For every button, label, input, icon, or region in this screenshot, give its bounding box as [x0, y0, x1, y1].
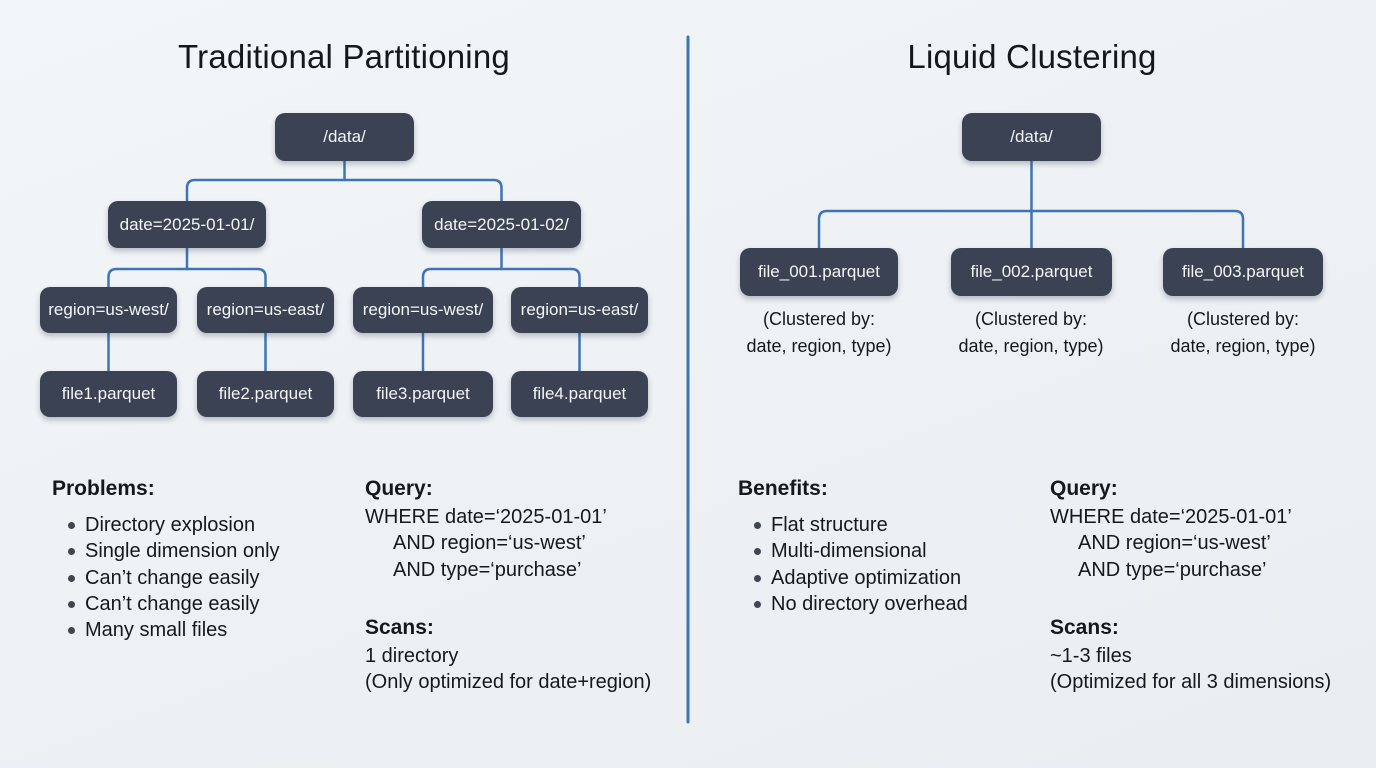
scans-line-note: (Only optimized for date+region) [365, 671, 652, 694]
tree-node-file2-parquet: file2.parquet [197, 371, 334, 417]
tree-node-date-2025-01-01: date=2025-01-01/ [108, 201, 266, 248]
clustered-by-caption-3: (Clustered by: date, region, type) [1133, 306, 1353, 360]
benefits-item: Adaptive optimization [754, 565, 968, 591]
connector-date2-to-regions [421, 267, 581, 289]
benefits-block: Benefits: Flat structure Multi-dimension… [738, 474, 968, 617]
query-line-where: WHERE date=‘2025-01-01’ [365, 506, 607, 528]
caption-line: (Clustered by: [974, 309, 1088, 329]
clustered-by-caption-2: (Clustered by: date, region, type) [921, 306, 1141, 360]
problems-block: Problems: Directory explosion Single dim… [52, 474, 280, 643]
right-panel-title: Liquid Clustering [907, 38, 1157, 75]
tree-node-region-us-west-2: region=us-west/ [353, 287, 493, 333]
query-line-and-type: AND type=‘purchase’ [393, 558, 582, 581]
benefits-heading: Benefits: [738, 477, 828, 500]
caption-line: date, region, type) [1170, 336, 1316, 356]
tree-node-file-002-parquet: file_002.parquet [951, 248, 1112, 296]
scans-heading-right: Scans: [1050, 615, 1119, 639]
scans-line-directories: 1 directory [365, 644, 459, 667]
caption-line: date, region, type) [746, 336, 892, 356]
connector-data-to-files-right [817, 209, 1245, 250]
tree-node-region-us-east-2: region=us-east/ [511, 287, 648, 333]
tree-node-data-root-left: /data/ [275, 113, 414, 161]
query-line-and-region: AND region=‘us-west’ [1078, 532, 1271, 555]
query-block-left: Query: WHERE date=‘2025-01-01’ AND regio… [365, 474, 651, 695]
query-block-right: Query: WHERE date=‘2025-01-01’ AND regio… [1050, 474, 1331, 695]
tree-node-file1-parquet: file1.parquet [40, 371, 177, 417]
tree-node-file-001-parquet: file_001.parquet [740, 248, 898, 296]
tree-node-date-2025-01-02: date=2025-01-02/ [422, 201, 581, 248]
left-panel-title: Traditional Partitioning [178, 38, 510, 75]
benefits-item: Flat structure [754, 512, 968, 538]
problems-item: Can’t change easily [68, 591, 280, 617]
benefits-list: Flat structure Multi-dimensional Adaptiv… [738, 512, 968, 617]
scans-line-note: (Optimized for all 3 dimensions) [1050, 671, 1332, 694]
tree-node-file4-parquet: file4.parquet [511, 371, 648, 417]
tree-node-region-us-east-1: region=us-east/ [197, 287, 334, 333]
query-heading-left: Query: [365, 477, 433, 500]
caption-line: date, region, type) [958, 336, 1104, 356]
caption-line: (Clustered by: [762, 309, 876, 329]
tree-node-file3-parquet: file3.parquet [353, 371, 493, 417]
query-line-and-type: AND type=‘purchase’ [1078, 558, 1267, 581]
tree-node-region-us-west-1: region=us-west/ [40, 287, 177, 333]
tree-node-data-root-right: /data/ [962, 113, 1101, 161]
problems-item: Directory explosion [68, 512, 280, 538]
scans-line-files: ~1-3 files [1050, 644, 1132, 667]
connector-date1-to-regions [107, 267, 267, 289]
query-line-and-region: AND region=‘us-west’ [393, 532, 586, 555]
problems-item: Single dimension only [68, 538, 280, 564]
problems-list: Directory explosion Single dimension onl… [52, 512, 280, 643]
problems-item: Many small files [68, 617, 280, 643]
caption-line: (Clustered by: [1186, 309, 1300, 329]
tree-node-file-003-parquet: file_003.parquet [1163, 248, 1323, 296]
problems-heading: Problems: [52, 477, 155, 500]
problems-item: Can’t change easily [68, 565, 280, 591]
connector-data-to-dates [185, 178, 503, 203]
benefits-item: No directory overhead [754, 591, 968, 617]
benefits-item: Multi-dimensional [754, 538, 968, 564]
clustered-by-caption-1: (Clustered by: date, region, type) [709, 306, 929, 360]
scans-heading-left: Scans: [365, 615, 434, 639]
query-heading-right: Query: [1050, 477, 1118, 500]
query-line-where: WHERE date=‘2025-01-01’ [1050, 506, 1292, 528]
